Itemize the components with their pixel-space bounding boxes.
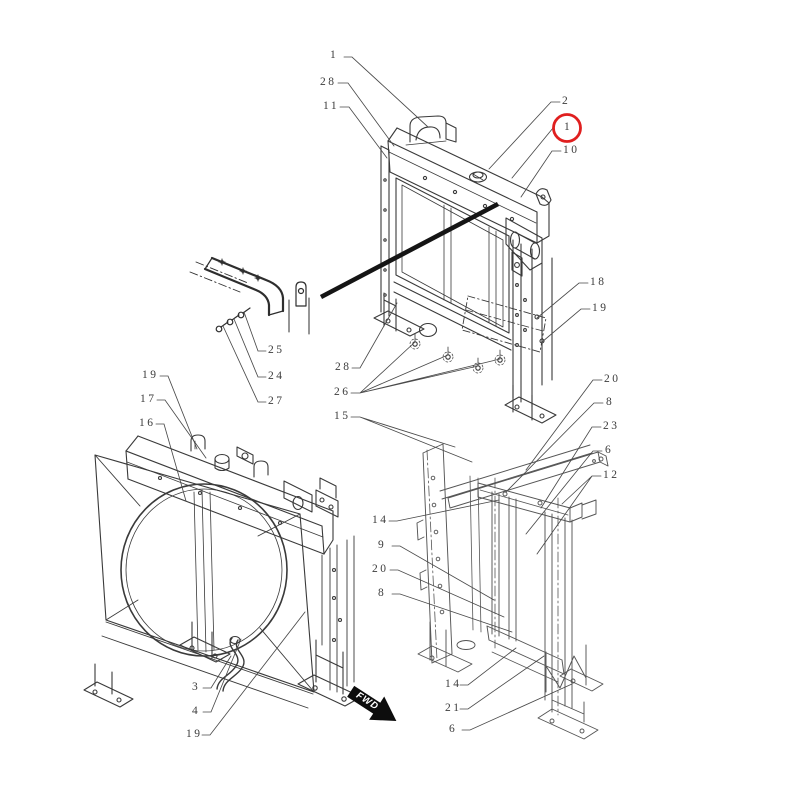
frame-assembly-drawing	[416, 443, 609, 740]
leader-lines	[155, 56, 604, 736]
lower-left-radiator-drawing	[83, 434, 362, 709]
part-1-highlight-circle	[552, 113, 582, 143]
thick-pointer-line	[319, 201, 500, 300]
fwd-arrow	[347, 685, 397, 721]
guard-bracket-drawing	[189, 256, 310, 335]
upper-radiator-assembly-drawing	[373, 115, 557, 424]
